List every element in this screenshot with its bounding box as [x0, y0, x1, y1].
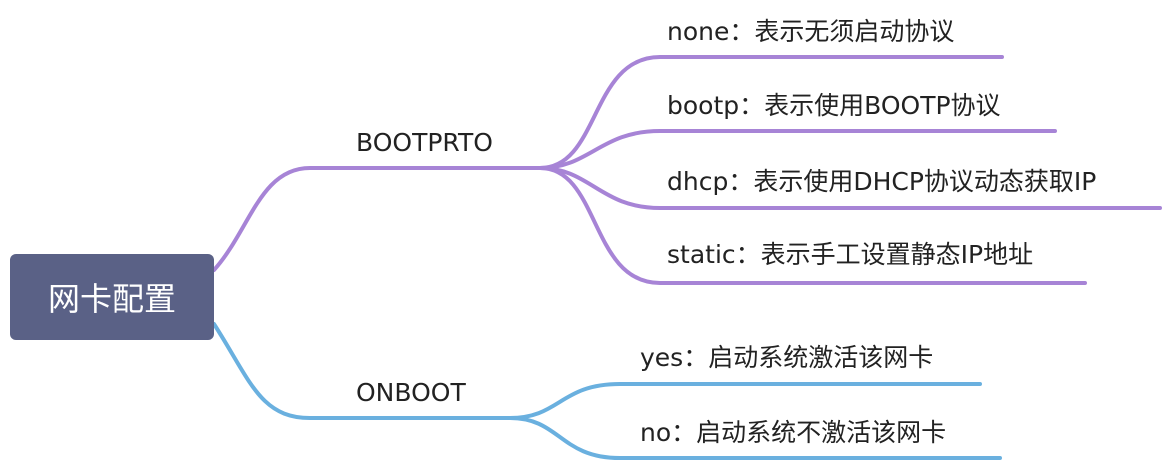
connector-onboot-no [508, 416, 1002, 460]
leaf-label: yes：启动系统激活该网卡 [640, 343, 934, 372]
leaf-label: static：表示手工设置静态IP地址 [667, 240, 1034, 269]
branch-onboot[interactable]: ONBOOT [356, 378, 466, 408]
leaf-bootp[interactable]: bootp：表示使用BOOTP协议 [667, 91, 1001, 121]
leaf-no[interactable]: no：启动系统不激活该网卡 [640, 418, 946, 448]
connector-bootprto-none [538, 55, 1004, 170]
leaf-yes[interactable]: yes：启动系统激活该网卡 [640, 343, 933, 373]
leaf-label: dhcp：表示使用DHCP协议动态获取IP [667, 167, 1097, 196]
leaf-static[interactable]: static：表示手工设置静态IP地址 [667, 240, 1033, 270]
connector-root-bootprto [212, 166, 542, 272]
connector-root-onboot [212, 322, 512, 420]
leaf-label: bootp：表示使用BOOTP协议 [667, 91, 1001, 120]
connector-bootprto-static [538, 166, 1087, 285]
leaf-label: none：表示无须启动协议 [667, 17, 955, 46]
leaf-dhcp[interactable]: dhcp：表示使用DHCP协议动态获取IP [667, 167, 1096, 197]
root-label: 网卡配置 [47, 280, 176, 318]
connector-onboot-yes [508, 382, 982, 420]
leaf-none[interactable]: none：表示无须启动协议 [667, 17, 954, 47]
root-node[interactable]: 网卡配置 [10, 254, 214, 340]
leaf-label: no：启动系统不激活该网卡 [640, 418, 947, 447]
connector-bootprto-bootp [538, 129, 1057, 170]
branch-label: BOOTPRTO [356, 128, 493, 157]
branch-label: ONBOOT [356, 378, 466, 407]
branch-bootprto[interactable]: BOOTPRTO [356, 128, 493, 158]
